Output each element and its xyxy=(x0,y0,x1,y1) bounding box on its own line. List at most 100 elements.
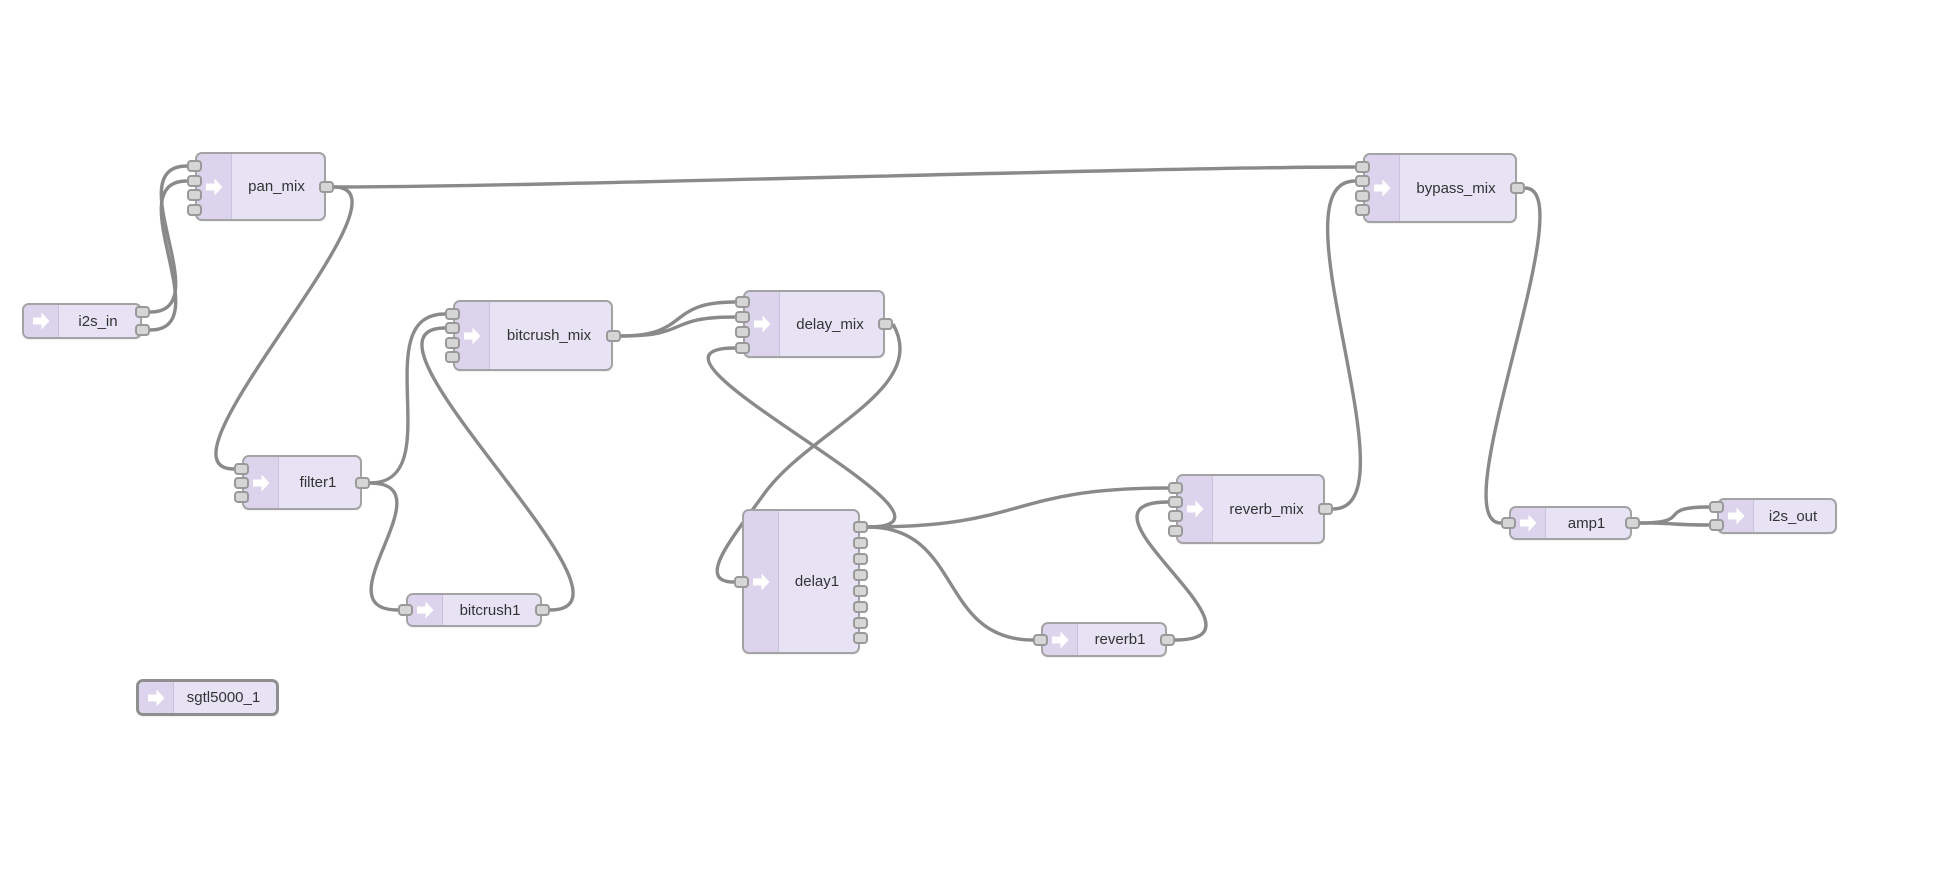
output-port-bitcrush_mix-1[interactable] xyxy=(606,330,621,342)
input-port-filter1-1[interactable] xyxy=(234,463,249,475)
node-reverb_mix[interactable]: reverb_mix xyxy=(1176,474,1325,544)
node-reverb1[interactable]: reverb1 xyxy=(1041,622,1167,657)
input-port-bypass_mix-2[interactable] xyxy=(1355,175,1370,187)
node-label: bitcrush1 xyxy=(459,601,521,619)
input-port-reverb1-1[interactable] xyxy=(1033,634,1048,646)
node-label: bypass_mix xyxy=(1416,179,1496,197)
wire-i2s_in.1-to-pan_mix.1[interactable] xyxy=(149,179,188,332)
node-bypass_mix[interactable]: bypass_mix xyxy=(1363,153,1517,223)
node-label: reverb_mix xyxy=(1229,500,1304,518)
output-port-reverb1-1[interactable] xyxy=(1160,634,1175,646)
wire-delay1.0-to-delay_mix.3[interactable] xyxy=(706,346,897,529)
output-port-i2s_in-1[interactable] xyxy=(135,306,150,318)
input-port-filter1-2[interactable] xyxy=(234,477,249,489)
arrow-right-icon xyxy=(206,178,223,195)
arrow-right-icon xyxy=(417,601,434,619)
node-pan_mix[interactable]: pan_mix xyxy=(195,152,326,221)
arrow-right-icon xyxy=(253,474,270,491)
input-port-reverb_mix-2[interactable] xyxy=(1168,496,1183,508)
input-port-delay_mix-2[interactable] xyxy=(735,311,750,323)
input-port-delay_mix-3[interactable] xyxy=(735,326,750,338)
wire-bitcrush1.0-to-bitcrush_mix.1[interactable] xyxy=(420,326,575,612)
output-port-delay1-8[interactable] xyxy=(853,632,868,644)
output-port-delay1-2[interactable] xyxy=(853,537,868,549)
wire-pan_mix.0-to-filter1.0[interactable] xyxy=(214,185,354,471)
input-port-i2s_out-2[interactable] xyxy=(1709,519,1724,531)
arrow-right-icon xyxy=(1187,500,1204,518)
input-port-bitcrush_mix-4[interactable] xyxy=(445,351,460,363)
input-port-pan_mix-3[interactable] xyxy=(187,189,202,201)
wire-filter1.0-to-bitcrush_mix.0[interactable] xyxy=(369,312,446,485)
output-port-filter1-1[interactable] xyxy=(355,477,370,489)
output-port-bypass_mix-1[interactable] xyxy=(1510,182,1525,194)
input-port-reverb_mix-4[interactable] xyxy=(1168,525,1183,537)
node-label: i2s_out xyxy=(1768,507,1818,525)
output-port-delay1-3[interactable] xyxy=(853,553,868,565)
node-label: bitcrush_mix xyxy=(506,327,592,344)
node-label: i2s_in xyxy=(78,312,118,330)
node-amp1[interactable]: amp1 xyxy=(1509,506,1632,540)
output-port-pan_mix-1[interactable] xyxy=(319,181,334,193)
input-port-pan_mix-1[interactable] xyxy=(187,160,202,172)
input-port-reverb_mix-3[interactable] xyxy=(1168,510,1183,522)
node-label: delay_mix xyxy=(796,315,864,333)
input-port-bitcrush1-1[interactable] xyxy=(398,604,413,616)
wire-delay1.0-to-reverb1.0[interactable] xyxy=(867,525,1034,642)
input-port-bitcrush_mix-3[interactable] xyxy=(445,337,460,349)
node-label: delay1 xyxy=(794,573,840,590)
input-port-filter1-3[interactable] xyxy=(234,491,249,503)
node-label: reverb1 xyxy=(1094,631,1146,648)
node-label: sgtl5000_1 xyxy=(186,689,261,706)
input-port-i2s_out-1[interactable] xyxy=(1709,501,1724,513)
input-port-bypass_mix-3[interactable] xyxy=(1355,190,1370,202)
input-port-delay_mix-1[interactable] xyxy=(735,296,750,308)
node-bitcrush1[interactable]: bitcrush1 xyxy=(406,593,542,627)
input-port-bitcrush_mix-2[interactable] xyxy=(445,322,460,334)
node-bitcrush_mix[interactable]: bitcrush_mix xyxy=(453,300,613,371)
output-port-delay_mix-1[interactable] xyxy=(878,318,893,330)
output-port-reverb_mix-1[interactable] xyxy=(1318,503,1333,515)
arrow-right-icon xyxy=(464,327,481,344)
input-port-delay1-1[interactable] xyxy=(734,576,749,588)
output-port-delay1-1[interactable] xyxy=(853,521,868,533)
arrow-right-icon xyxy=(33,312,50,330)
arrow-right-icon xyxy=(754,315,771,333)
node-delay_mix[interactable]: delay_mix xyxy=(743,290,885,358)
output-port-bitcrush1-1[interactable] xyxy=(535,604,550,616)
wire-i2s_in.0-to-pan_mix.0[interactable] xyxy=(149,164,188,314)
node-icon-strip xyxy=(1178,476,1213,542)
node-label: filter1 xyxy=(299,474,337,491)
node-filter1[interactable]: filter1 xyxy=(242,455,362,510)
input-port-bypass_mix-1[interactable] xyxy=(1355,161,1370,173)
wire-amp1.0-to-i2s_out.1[interactable] xyxy=(1639,521,1710,527)
input-port-bypass_mix-4[interactable] xyxy=(1355,204,1370,216)
wire-reverb1.0-to-reverb_mix.1[interactable] xyxy=(1135,500,1208,642)
input-port-pan_mix-4[interactable] xyxy=(187,204,202,216)
node-label: pan_mix xyxy=(248,178,305,195)
output-port-delay1-4[interactable] xyxy=(853,569,868,581)
output-port-delay1-6[interactable] xyxy=(853,601,868,613)
node-delay1[interactable]: delay1 xyxy=(742,509,860,654)
output-port-delay1-5[interactable] xyxy=(853,585,868,597)
wire-bypass_mix.0-to-amp1.0[interactable] xyxy=(1484,186,1542,525)
node-i2s_in[interactable]: i2s_in xyxy=(22,303,142,339)
output-port-delay1-7[interactable] xyxy=(853,617,868,629)
input-port-amp1-1[interactable] xyxy=(1501,517,1516,529)
node-sgtl5000_1[interactable]: sgtl5000_1 xyxy=(136,679,279,716)
wire-reverb_mix.0-to-bypass_mix.1[interactable] xyxy=(1325,179,1363,511)
wire-amp1.0-to-i2s_out.0[interactable] xyxy=(1639,505,1710,525)
wire-delay_mix.0-to-delay1.0[interactable] xyxy=(715,323,902,584)
output-port-amp1-1[interactable] xyxy=(1625,517,1640,529)
input-port-pan_mix-2[interactable] xyxy=(187,175,202,187)
node-i2s_out[interactable]: i2s_out xyxy=(1717,498,1837,534)
wire-pan_mix.0-to-bypass_mix.0[interactable] xyxy=(333,165,1356,189)
wire-delay1.0-to-reverb_mix.0[interactable] xyxy=(867,486,1169,529)
input-port-bitcrush_mix-1[interactable] xyxy=(445,308,460,320)
input-port-reverb_mix-1[interactable] xyxy=(1168,482,1183,494)
output-port-i2s_in-2[interactable] xyxy=(135,324,150,336)
input-port-delay_mix-4[interactable] xyxy=(735,342,750,354)
wire-filter1.0-to-bitcrush1.0[interactable] xyxy=(369,481,399,612)
wire-bitcrush_mix.0-to-delay_mix.1[interactable] xyxy=(620,315,736,338)
